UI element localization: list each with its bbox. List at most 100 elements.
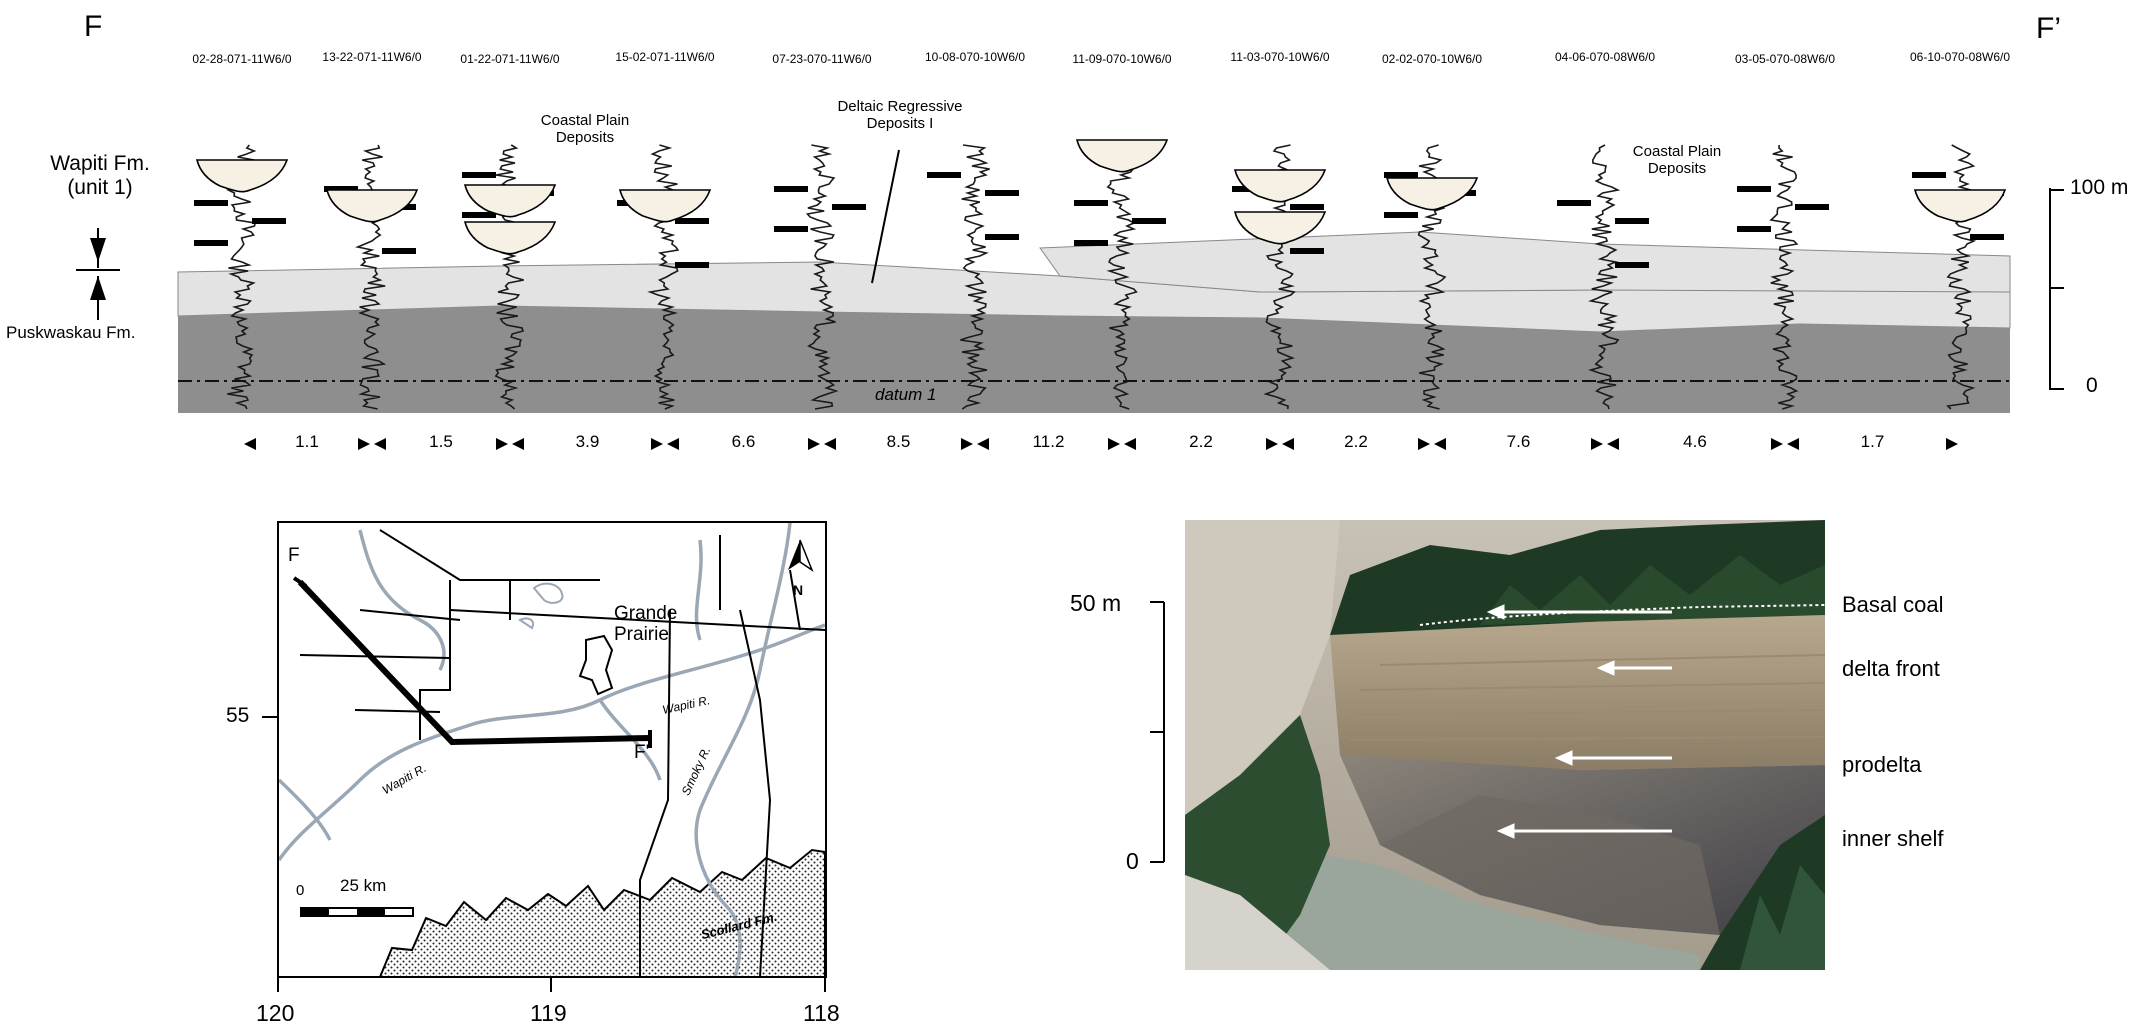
coal-bar [675, 262, 709, 268]
section-label-f-prime: F’ [2036, 12, 2061, 45]
coal-bar [1970, 234, 2004, 240]
deltaic-label: Deltaic Regressive Deposits I [820, 98, 980, 133]
coal-bar [1615, 218, 1649, 224]
sand-body [618, 189, 712, 223]
coastal-plain-1-line1: Coastal Plain [540, 112, 630, 129]
map-scale-length: 25 km [340, 876, 387, 895]
coal-bar [1290, 248, 1324, 254]
wapiti-fm-line1: Wapiti Fm. [50, 152, 150, 175]
photo-label-arrows [1486, 604, 1672, 839]
distance-marker [1591, 438, 1619, 450]
distance-label: 2.2 [1344, 432, 1368, 451]
grande-prairie-outline [578, 634, 614, 696]
river-wapiti [279, 623, 825, 862]
coal-bar [194, 240, 228, 246]
coastal-plain-2-line1: Coastal Plain [1632, 143, 1722, 160]
section-scale-top: 100 m [2070, 176, 2129, 199]
distance-marker [651, 438, 679, 450]
coal-bar [1384, 172, 1418, 178]
map-svg [262, 521, 827, 992]
distance-marker [244, 438, 256, 450]
well-log-trace [647, 144, 680, 410]
coal-bar [252, 218, 286, 224]
deltaic-line1: Deltaic Regressive [837, 98, 963, 115]
section-scale-bottom: 0 [2086, 374, 2098, 397]
distance-label: 7.6 [1506, 432, 1531, 451]
coal-bar [1132, 218, 1166, 224]
coastal-plain-1-line2: Deposits [555, 129, 615, 147]
cross-section-svg [76, 139, 2064, 450]
upper-wedge [1039, 231, 2011, 293]
lon-119-label: 119 [530, 1000, 567, 1026]
coastal-plain-label-1: Coastal Plain Deposits [510, 112, 660, 147]
coal-bar [1737, 186, 1771, 192]
coal-bar [382, 248, 416, 254]
coal-bar [324, 186, 358, 192]
well-label: 02-28-071-11W6/0 [192, 52, 292, 66]
well-label: 11-03-070-10W6/0 [1230, 50, 1330, 64]
coal-bar [675, 218, 709, 224]
label-delta-front: delta front [1842, 656, 1940, 681]
well-log-trace [1946, 144, 1977, 410]
sand-body [1385, 177, 1479, 211]
sand-body [463, 184, 557, 218]
sand-body [1233, 169, 1327, 203]
sand-body [1913, 189, 2007, 223]
sand-body [1233, 211, 1327, 245]
well-label: 13-22-071-11W6/0 [322, 50, 422, 64]
distance-label: 1.5 [429, 432, 453, 451]
coal-bar [1795, 204, 1829, 210]
section-scale-bar [2049, 188, 2064, 390]
label-inner-shelf: inner shelf [1842, 826, 1944, 851]
distance-label: 3.9 [575, 432, 600, 451]
distance-marker [358, 438, 386, 450]
deltaic-pointer [871, 149, 900, 284]
map-label-f: F [288, 545, 300, 566]
distance-marker [961, 438, 989, 450]
coal-bar [1912, 172, 1946, 178]
distance-label: 1.1 [295, 432, 319, 451]
coal-bar [774, 186, 808, 192]
label-prodelta: prodelta [1842, 752, 1922, 777]
river-branch-3 [694, 539, 703, 641]
scollard-area [379, 848, 825, 976]
datum-label: datum 1 [875, 385, 937, 404]
outcrop-photo [1185, 520, 1825, 970]
river-branch-4 [279, 778, 332, 841]
lon-118-label: 118 [803, 1000, 840, 1026]
wapiti-fm-label: Wapiti Fm. (unit 1) [20, 152, 180, 200]
distance-marker [808, 438, 836, 450]
well-label: 06-10-070-08W6/0 [1909, 50, 2011, 64]
wapiti-fm-line2: (unit 1) [67, 176, 133, 200]
label-basal-coal: Basal coal [1842, 592, 1944, 617]
city-line1: Grande [614, 603, 678, 624]
distance-marker [496, 438, 524, 450]
city-line2: Prairie [614, 623, 669, 645]
well-label: 10-08-070-10W6/0 [924, 50, 1026, 64]
north-arrow [788, 539, 814, 572]
distance-label: 4.6 [1683, 432, 1707, 451]
well-label: 01-22-071-11W6/0 [460, 52, 560, 66]
coal-bar [985, 190, 1019, 196]
distance-label: 6.6 [731, 432, 756, 451]
coastal-plain-label-2: Coastal Plain Deposits [1602, 143, 1752, 178]
lon-120-label: 120 [256, 1000, 295, 1026]
coal-bar [1074, 200, 1108, 206]
coal-bar [774, 226, 808, 232]
distance-label: 8.5 [886, 432, 911, 451]
river-branch-1 [358, 529, 446, 671]
photo-scale-bottom: 0 [1126, 848, 1139, 874]
well-log-trace [1769, 144, 1799, 410]
coal-bar [462, 212, 496, 218]
wapiti-boundary-arrows [76, 228, 120, 320]
lat-55-label: 55 [226, 704, 250, 727]
puskwaskau-fm-label: Puskwaskau Fm. [6, 323, 136, 342]
map-label-f-prime: F' [634, 742, 650, 763]
distance-marker [1108, 438, 1136, 450]
well-label: 04-06-070-08W6/0 [1554, 50, 1656, 64]
coal-bar [1384, 212, 1418, 218]
well-log-trace [960, 144, 990, 410]
sand-body [195, 159, 289, 193]
sand-body [1075, 139, 1169, 173]
well-label: 11-09-070-10W6/0 [1072, 52, 1172, 66]
